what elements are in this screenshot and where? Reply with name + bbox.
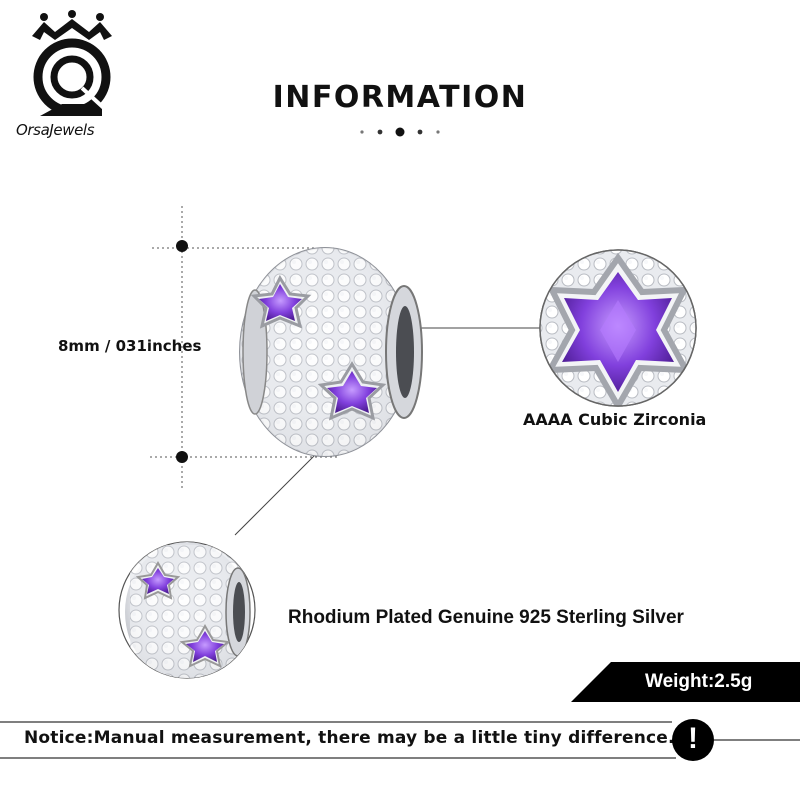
- dot: [417, 129, 423, 135]
- dot: [436, 130, 440, 134]
- dimension-bottom-marker: [176, 451, 188, 463]
- stone-zoom-image: [539, 249, 697, 407]
- charm-bead-image: [239, 247, 423, 457]
- weight-banner: Weight:2.5g: [571, 662, 800, 702]
- dimension-top-marker: [176, 240, 188, 252]
- notice-text: Notice:Manual measurement, there may be …: [24, 728, 675, 748]
- dot-active: [395, 127, 405, 137]
- carousel-dots: [360, 127, 440, 137]
- dot: [377, 129, 383, 135]
- stone-label: AAAA Cubic Zirconia: [523, 410, 707, 429]
- dimension-label: 8mm / 031inches: [58, 337, 202, 355]
- page-title: INFORMATION: [272, 80, 528, 115]
- notice-bar: Notice:Manual measurement, there may be …: [0, 718, 800, 762]
- exclamation-icon: !: [672, 719, 714, 761]
- silver-bead-callout-image: [118, 541, 256, 679]
- weight-label: Weight:2.5g: [645, 671, 753, 692]
- material-label: Rhodium Plated Genuine 925 Sterling Silv…: [288, 607, 684, 628]
- brand-name: OrsaJewels: [16, 121, 95, 139]
- orsa-crown-logo: [32, 10, 112, 116]
- dot: [360, 130, 364, 134]
